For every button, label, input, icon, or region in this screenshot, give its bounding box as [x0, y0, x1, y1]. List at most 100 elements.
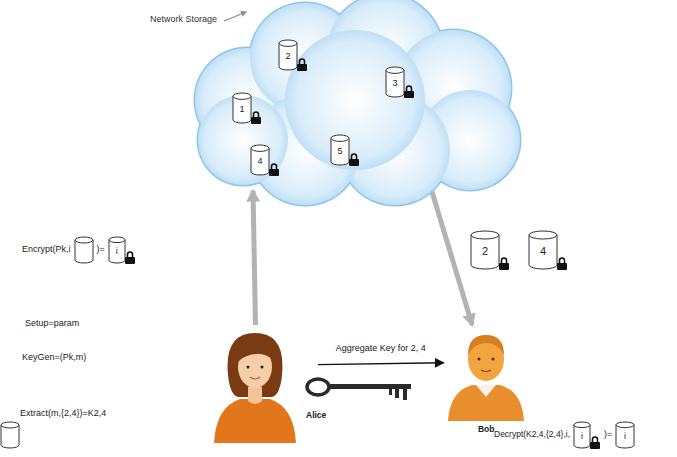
cylinder-top — [471, 231, 499, 239]
cylinder-body — [251, 148, 269, 175]
cylinder-body — [471, 235, 499, 269]
plain-cylinder — [74, 236, 94, 264]
cylinder-number: i — [581, 431, 583, 441]
lock-body — [269, 169, 279, 176]
cylinder-number: i — [624, 431, 626, 441]
lock-body — [590, 442, 600, 449]
cylinder-number: 1 — [239, 104, 244, 114]
storage-cloud: Network Storage23145 — [185, 0, 525, 205]
cylinder-top — [331, 135, 349, 141]
person-alice: Alice — [210, 325, 340, 445]
cylinder-top — [616, 422, 634, 428]
eye — [492, 358, 495, 361]
cylinder-number: 4 — [540, 245, 546, 258]
person-name: Bob — [478, 425, 495, 435]
cylinder-shape — [470, 230, 510, 270]
cylinder-body — [529, 235, 557, 269]
cylinder-shape — [385, 66, 415, 98]
lock-body — [251, 117, 261, 124]
cylinder-shape — [232, 92, 262, 124]
cylinder-number: 2 — [482, 245, 488, 258]
cylinder-shape — [250, 144, 280, 176]
cylinder-number: 4 — [257, 156, 262, 166]
cylinder-shape — [278, 39, 308, 71]
cloud-puff — [198, 95, 288, 185]
formula-text: )= — [97, 244, 105, 254]
hair — [468, 335, 504, 355]
lock-body — [404, 91, 414, 98]
lock-body — [125, 257, 135, 264]
lock-body — [557, 263, 567, 270]
cylinder-top — [233, 93, 251, 99]
formula-text: Setup=param — [25, 318, 79, 328]
formula-text: )= — [604, 430, 612, 440]
hair — [228, 333, 283, 397]
neck — [248, 387, 262, 404]
cloud-puff — [285, 30, 425, 170]
lock-shackle — [502, 258, 507, 263]
cylinder-top — [574, 422, 590, 428]
cylinder-body — [616, 425, 634, 448]
flow-arrow — [430, 185, 472, 326]
fringe — [237, 343, 274, 363]
leader-line — [224, 12, 246, 21]
body — [448, 385, 524, 421]
cylinder-body — [233, 96, 251, 123]
cylinder-shape — [528, 230, 568, 270]
data-cylinder: 2 — [278, 39, 308, 71]
data-cylinder: 4 — [528, 230, 568, 270]
collar — [476, 385, 496, 397]
cylinder-number: 5 — [337, 146, 342, 156]
cylinder-top — [529, 231, 557, 239]
data-cylinder: 1 — [232, 92, 262, 124]
cylinder-body — [279, 43, 297, 70]
mouth — [250, 377, 260, 379]
person-bob: Bob — [440, 325, 532, 443]
cylinder-top — [386, 67, 404, 73]
lock-body — [297, 64, 307, 71]
data-cylinder: 3 — [385, 66, 415, 98]
body — [214, 399, 296, 443]
cylinder-body — [331, 138, 349, 165]
plain-cylinder — [0, 421, 20, 449]
lock-body — [349, 159, 359, 166]
woman-figure — [210, 325, 340, 445]
lock-shackle — [560, 258, 565, 263]
cylinder-number: i — [116, 246, 118, 256]
eye — [478, 358, 481, 361]
cloud-outline — [194, 0, 522, 207]
cylinder-body — [386, 70, 404, 97]
data-cylinder: i — [615, 421, 635, 449]
edge-label: Aggregate Key for 2, 4 — [334, 343, 428, 353]
data-cylinder: 5 — [330, 134, 360, 166]
cylinder-top — [279, 40, 297, 46]
mouth — [481, 370, 491, 372]
data-cylinder: 2 — [470, 230, 510, 270]
key-icon — [307, 379, 411, 400]
formula-text: KeyGen=(Pk,m) — [22, 352, 86, 362]
formula-text: Decrypt(K2,4,{2,4},i, — [494, 430, 570, 440]
data-cylinder: i — [108, 236, 136, 264]
eye — [261, 366, 264, 369]
storage-label: Network Storage — [150, 14, 217, 24]
key-transfer-arrow — [318, 363, 444, 365]
cylinder-body — [109, 240, 125, 263]
lock-shackle — [127, 252, 132, 257]
flow-arrow — [253, 191, 256, 325]
cylinder-shape — [108, 236, 136, 264]
lock-body — [499, 263, 509, 270]
formula-text: Encrypt(Pk,i — [22, 244, 71, 254]
cylinder-number: 2 — [285, 51, 290, 61]
data-cylinder: i — [573, 421, 601, 449]
cylinder-top — [251, 145, 269, 151]
cylinder-number: 3 — [392, 78, 397, 88]
data-cylinder: 4 — [250, 144, 280, 176]
formula-text: Extract(m,{2,4})=K2,4 — [20, 408, 106, 418]
eye — [247, 366, 250, 369]
cylinder-body — [574, 425, 590, 448]
cylinder-top — [109, 237, 125, 243]
cylinder-shape — [330, 134, 360, 166]
person-name: Alice — [306, 411, 326, 421]
cylinder-shape — [573, 421, 601, 449]
